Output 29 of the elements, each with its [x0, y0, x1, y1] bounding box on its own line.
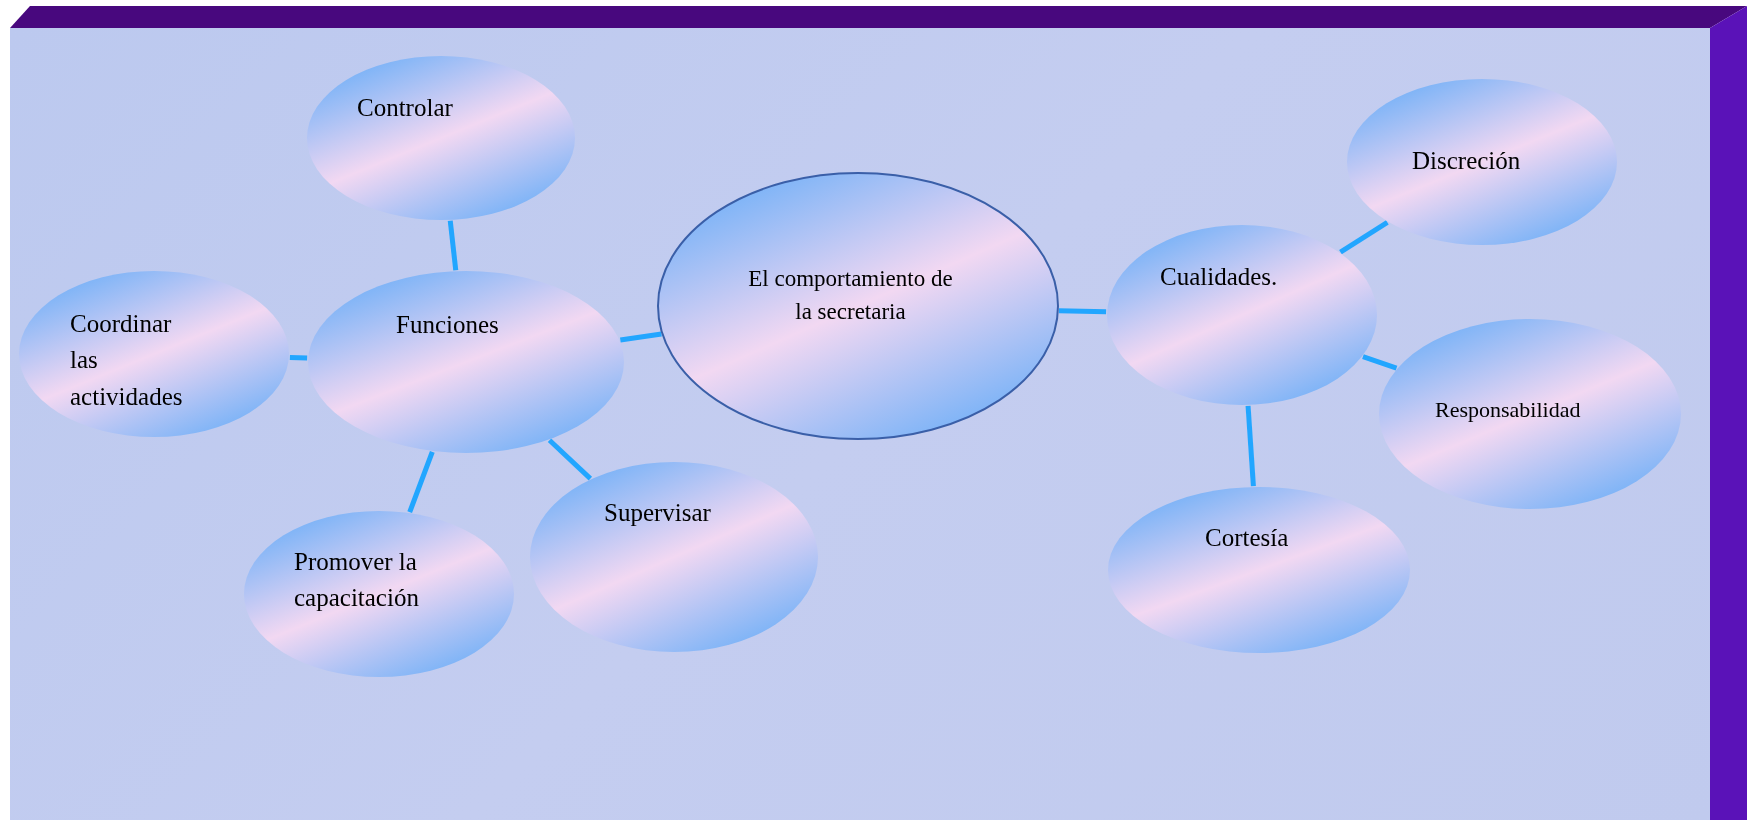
connector-line [1339, 220, 1389, 255]
node-label: Responsabilidad [1435, 396, 1582, 424]
connector-line [620, 331, 662, 343]
ellipse-node [1107, 486, 1411, 654]
connector-line [407, 451, 435, 514]
node-label: Funciones [396, 310, 500, 340]
ellipse-node [307, 270, 625, 454]
ellipse-node [529, 461, 819, 653]
connector-line [1362, 354, 1398, 371]
node-label: El comportamiento de la secretaria [747, 265, 954, 327]
connector-line [447, 220, 459, 271]
ellipse-node [243, 510, 515, 678]
node-label: Promover la capacitación [294, 547, 420, 614]
node-label: Discreción [1412, 146, 1522, 176]
connector-line [289, 355, 308, 361]
ellipse-node [18, 270, 290, 438]
ellipse-node [657, 172, 1059, 440]
connector-line [547, 438, 593, 481]
node-label: Cualidades. [1160, 262, 1279, 292]
node-label: Coordinar las actividades [70, 309, 184, 412]
ellipse-node [1378, 318, 1682, 510]
connector-line [1245, 405, 1256, 487]
ellipse-node [1346, 78, 1618, 246]
ellipse-node [306, 55, 576, 221]
ellipse-node [1106, 224, 1378, 406]
connector-line [1058, 308, 1107, 315]
node-label: Cortesía [1205, 523, 1290, 553]
node-label: Supervisar [604, 498, 712, 528]
node-label: Controlar [357, 93, 454, 123]
